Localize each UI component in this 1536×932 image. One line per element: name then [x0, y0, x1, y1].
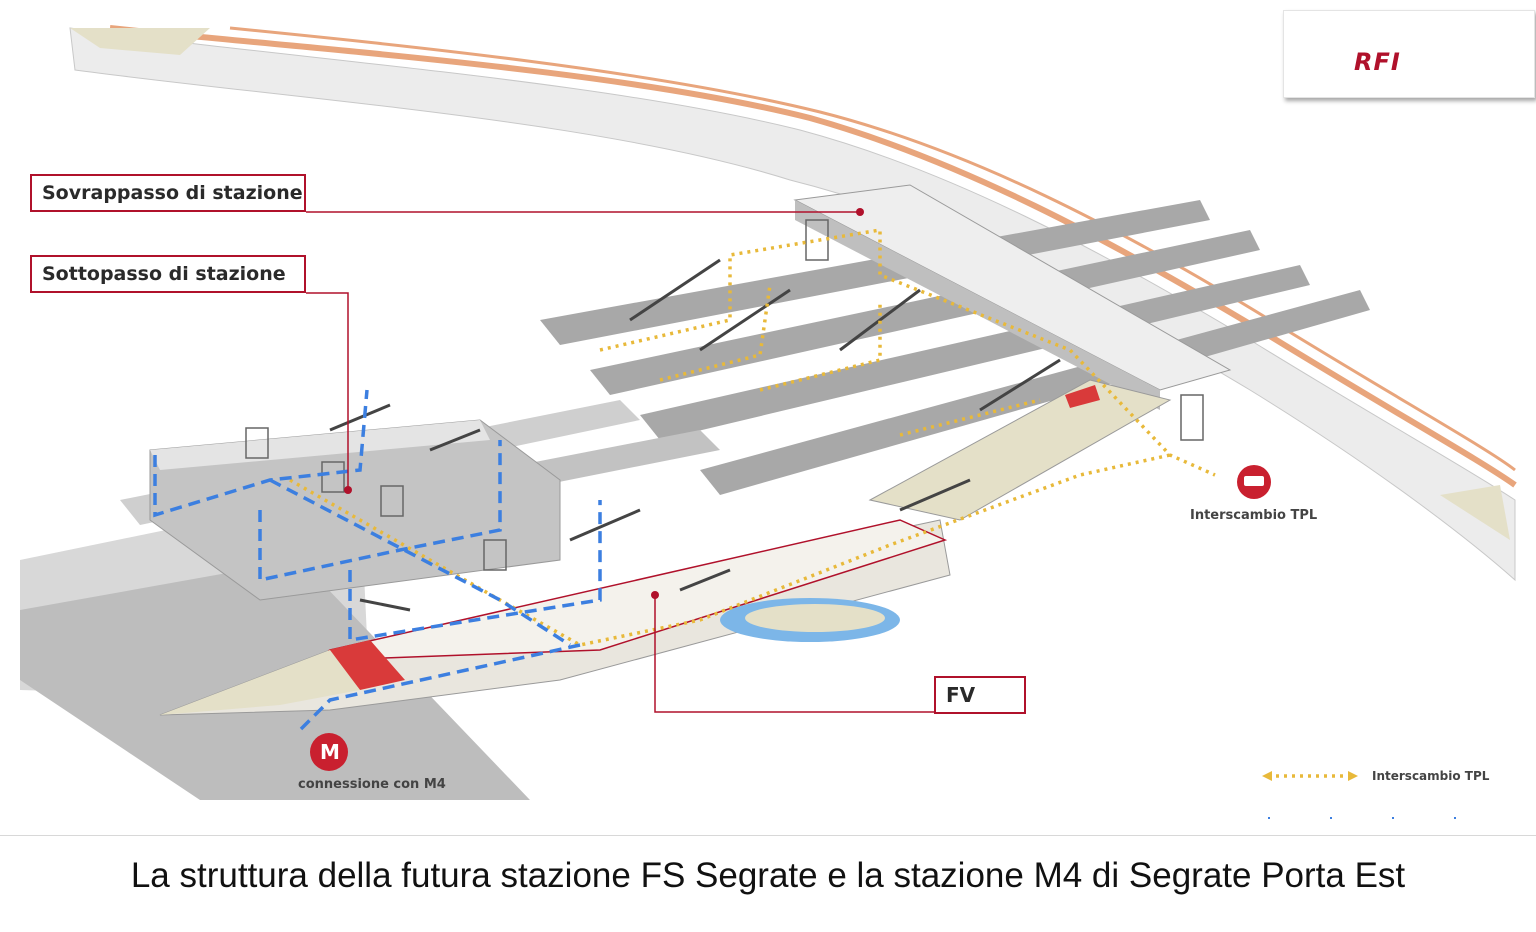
- metro-badge-letter: M: [320, 740, 340, 764]
- metro-m-icon: [310, 733, 348, 771]
- escalator-icon: [699, 288, 791, 352]
- label-sovrappasso: Sovrappasso di stazione: [30, 174, 306, 212]
- escalator-icon: [629, 258, 721, 322]
- interscambio-paths: [289, 227, 1216, 647]
- overpass-red-strip: [1065, 385, 1100, 408]
- road-orange-edge-2: [229, 26, 1516, 472]
- leader-dot: [651, 591, 659, 599]
- diagram-bottom-border: [0, 835, 1536, 836]
- road-pad-left: [70, 28, 210, 55]
- escalator-icon: [569, 508, 641, 542]
- elevator-icon: [321, 461, 345, 493]
- station-diagram: Sovrappasso di stazione Sottopasso di st…: [0, 10, 1536, 836]
- yellow-path: [599, 227, 1216, 477]
- figure-caption: La struttura della futura stazione FS Se…: [130, 856, 1406, 895]
- m4-paths: [153, 389, 602, 732]
- road-orange-edge: [109, 25, 1517, 488]
- pond-inner: [745, 604, 885, 632]
- blue-path: [298, 643, 581, 732]
- elevator-icon: [245, 427, 269, 459]
- elevator-icon: [380, 485, 404, 517]
- label-sottopasso: Sottopasso di stazione: [30, 255, 306, 293]
- leader-dot: [344, 486, 352, 494]
- rfi-logo-text: RFI: [1354, 48, 1401, 76]
- legend-yellow-arrow: [1262, 771, 1358, 781]
- label-interscambio-tpl: Interscambio TPL: [1190, 508, 1318, 523]
- fv-red-strip: [328, 640, 405, 690]
- underpass-top: [150, 420, 490, 470]
- escalator-icon: [839, 288, 921, 352]
- bus-icon-glyph: [1244, 476, 1264, 486]
- leader-fv: [654, 595, 934, 713]
- escalator-icon: [429, 428, 481, 452]
- fv-beige-wedge: [160, 650, 360, 715]
- elevator-icon: [1180, 394, 1204, 441]
- label-fv: FV: [934, 676, 1026, 714]
- leader-lines: [306, 211, 934, 713]
- track-3: [640, 265, 1310, 440]
- yellow-path: [659, 284, 772, 382]
- road-curve: [69, 27, 1516, 582]
- label-connessione-m4: connessione con M4: [298, 777, 446, 792]
- blue-path: [348, 500, 602, 643]
- overpass-side: [795, 200, 1160, 410]
- overpass-beige-ramp: [868, 379, 1172, 521]
- escalator-icon: [359, 598, 411, 612]
- road-pad-right: [1440, 485, 1510, 540]
- escalators: [329, 258, 1061, 612]
- escalator-icon: [679, 568, 731, 592]
- elevator-icon: [483, 539, 507, 571]
- escalator-icon: [979, 358, 1061, 412]
- yellow-path: [759, 300, 882, 392]
- track-4: [700, 290, 1370, 495]
- leader-dot: [856, 208, 864, 216]
- station-illustration: [20, 25, 1517, 819]
- blue-path: [258, 440, 502, 583]
- track-1: [540, 200, 1210, 345]
- track-2: [590, 230, 1260, 395]
- legend-interscambio-tpl: Interscambio TPL: [1372, 769, 1490, 783]
- escalator-icon: [899, 478, 971, 512]
- yellow-path: [899, 398, 1041, 437]
- escalator-icon: [329, 403, 391, 432]
- yellow-path: [289, 453, 1171, 647]
- logo-panel: [1283, 10, 1535, 98]
- overpass-deck: [793, 184, 1232, 391]
- blue-path: [269, 478, 571, 647]
- leader-sottopasso: [306, 292, 349, 490]
